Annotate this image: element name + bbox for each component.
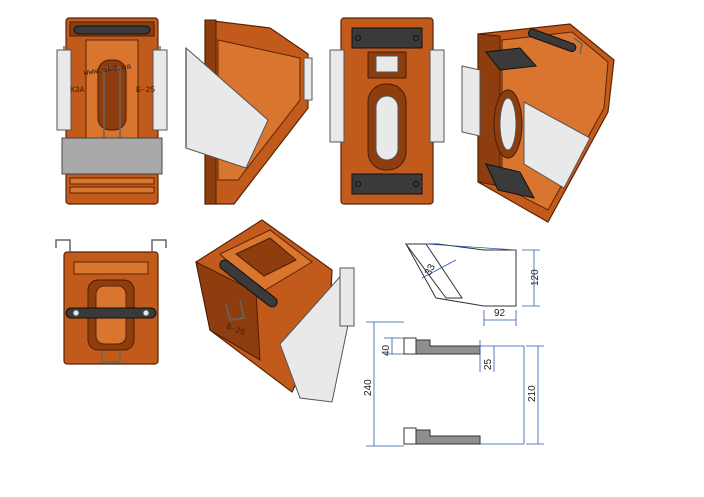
dim-120: 120 (530, 269, 541, 286)
back-rubber-top (351, 27, 423, 49)
iso-front-view: Б-25 (195, 219, 355, 403)
dim-40: 40 (381, 344, 392, 356)
engraving-right: Б-25 (136, 86, 155, 95)
front-view: www.skd.ua КЗА Б-25 (56, 17, 168, 205)
engraving-left: КЗА (70, 86, 85, 95)
top-handle (73, 25, 151, 35)
dim-33: 33 (423, 262, 438, 277)
dim-92: 92 (494, 308, 506, 319)
back-view (329, 17, 445, 205)
top-view (55, 239, 167, 365)
side-view (185, 19, 313, 205)
shield-dimension-drawing: 33 120 92 (405, 243, 541, 326)
dim-240: 240 (363, 379, 374, 396)
back-rubber-bottom (351, 173, 423, 195)
dim-210: 210 (527, 385, 538, 402)
iso-back-view (461, 23, 615, 223)
bracket-dimension-drawing: 40 25 240 210 (363, 321, 544, 447)
top-view-handle (65, 307, 157, 319)
iso-handle (219, 259, 278, 308)
dim-25: 25 (483, 358, 494, 370)
